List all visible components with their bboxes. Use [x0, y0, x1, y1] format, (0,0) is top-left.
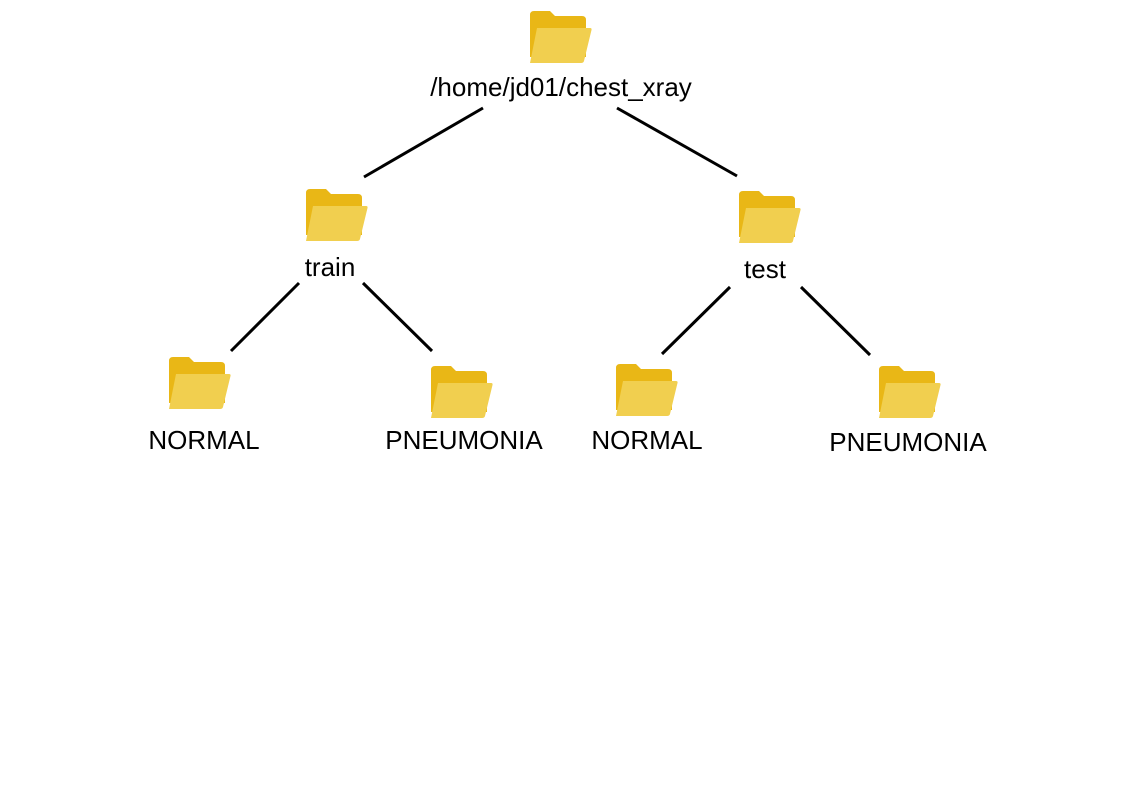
folder-icon	[431, 366, 493, 418]
edge-train-pneumonia	[361, 281, 434, 353]
train-pneumonia-label: PNEUMONIA	[385, 425, 543, 455]
folder-icon	[169, 357, 231, 409]
folder-icon	[616, 364, 678, 416]
edge-root-test	[616, 106, 738, 178]
test-normal-label: NORMAL	[591, 425, 703, 455]
train-folder-label: train	[304, 252, 356, 282]
edge-root-train	[363, 106, 484, 179]
train-normal-label: NORMAL	[148, 425, 260, 455]
edge-train-normal	[229, 281, 301, 353]
test-folder-label: test	[744, 254, 786, 284]
folder-icon	[739, 191, 801, 243]
folder-icon	[879, 366, 941, 418]
edge-test-normal	[660, 285, 732, 356]
folder-icon	[530, 11, 592, 63]
edge-test-pneumonia	[799, 285, 872, 357]
root-folder-label: /home/jd01/chest_xray	[430, 72, 692, 102]
test-pneumonia-label: PNEUMONIA	[829, 427, 987, 457]
folder-icon	[306, 189, 368, 241]
